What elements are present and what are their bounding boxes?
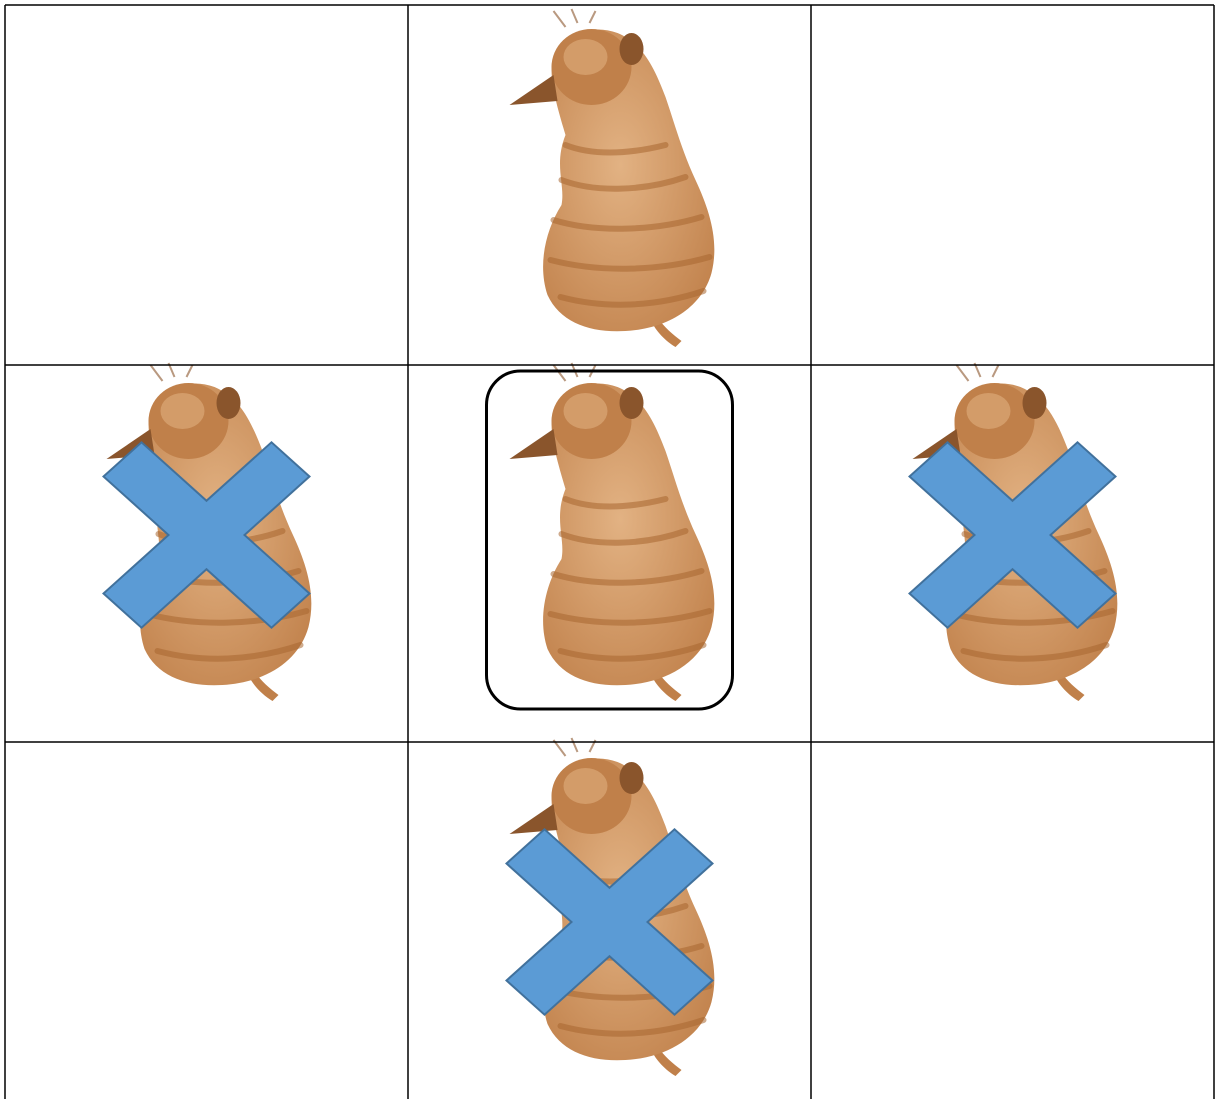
cell-background <box>5 742 408 1099</box>
grid-cell-r3-c1[interactable] <box>5 742 408 1099</box>
cell-background <box>811 5 1214 365</box>
grid-cell-r2-c2[interactable] <box>408 363 811 742</box>
cat-ear-right <box>620 762 644 794</box>
cat-head-highlight <box>967 393 1011 429</box>
grid-cell-r2-c3[interactable] <box>811 363 1214 742</box>
cat-head-highlight <box>564 768 608 804</box>
grid-cell-r1-c1[interactable] <box>5 5 408 365</box>
cat-ear-right <box>620 33 644 65</box>
cat-ear-right <box>1023 387 1047 419</box>
cat-head-highlight <box>564 393 608 429</box>
grid-cell-r3-c2[interactable] <box>408 738 811 1099</box>
cat-head-highlight <box>564 39 608 75</box>
cell-background <box>5 5 408 365</box>
grid-cell-r3-c3[interactable] <box>811 742 1214 1099</box>
grid-cell-r1-c2[interactable] <box>408 5 811 365</box>
grid-cell-r1-c3[interactable] <box>811 5 1214 365</box>
cat-ear-right <box>217 387 241 419</box>
cell-background <box>811 742 1214 1099</box>
cat-head-highlight <box>161 393 205 429</box>
grid-cell-r2-c1[interactable] <box>5 363 408 742</box>
cat-ear-right <box>620 387 644 419</box>
